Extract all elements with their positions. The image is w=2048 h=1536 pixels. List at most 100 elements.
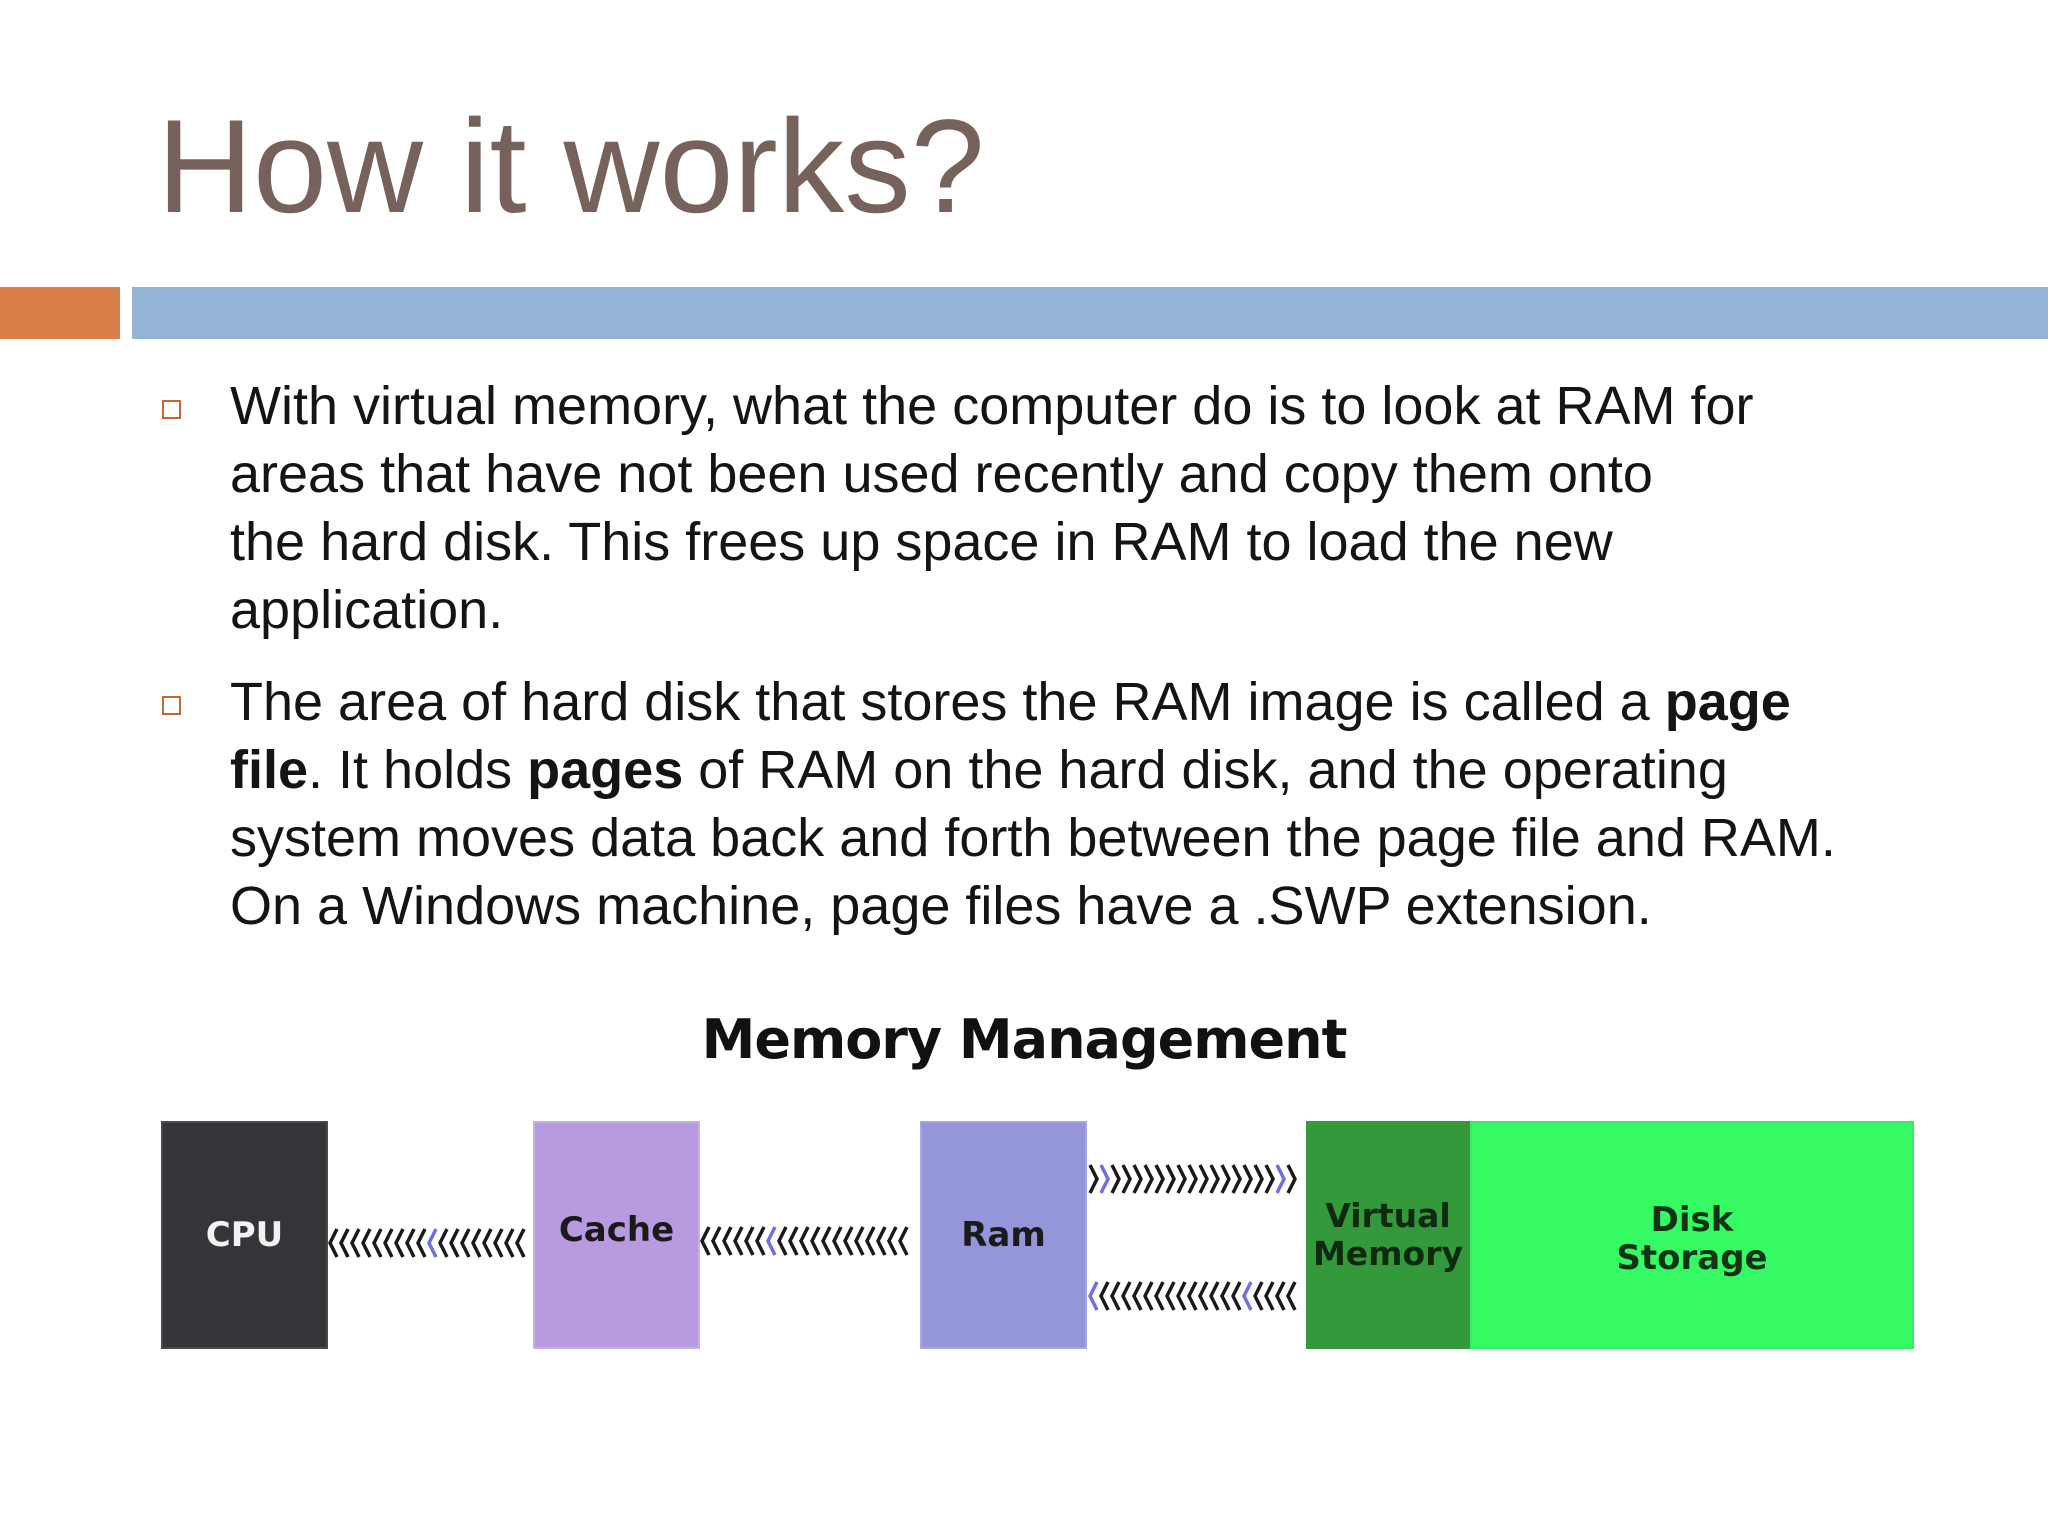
text-run: system moves data back and forth between… bbox=[230, 808, 1836, 868]
chevron-left-icon bbox=[1253, 1281, 1264, 1311]
chevron-right-icon bbox=[1110, 1164, 1121, 1194]
chevron-left-icon bbox=[1099, 1281, 1110, 1311]
chevron-left-icon bbox=[1176, 1281, 1187, 1311]
ram-box: Ram bbox=[920, 1121, 1087, 1349]
text-run: application. bbox=[230, 580, 504, 640]
chevron-left-icon bbox=[777, 1226, 788, 1256]
chevron-left-icon bbox=[1264, 1281, 1275, 1311]
chevron-right-icon bbox=[1088, 1164, 1099, 1194]
disk-storage-label: Disk Storage bbox=[1616, 1200, 1768, 1278]
arrow-ram-virtual-top bbox=[1088, 1164, 1297, 1194]
chevron-left-icon bbox=[449, 1228, 460, 1258]
chevron-left-icon bbox=[1132, 1281, 1143, 1311]
chevron-left-icon bbox=[361, 1228, 372, 1258]
chevron-right-icon bbox=[1242, 1164, 1253, 1194]
chevron-left-icon bbox=[482, 1228, 493, 1258]
chevron-right-icon bbox=[1198, 1164, 1209, 1194]
bullet-text-line: the hard disk. This frees up space in RA… bbox=[230, 508, 1950, 576]
bullet-text-line: On a Windows machine, page files have a … bbox=[230, 872, 1950, 940]
chevron-left-icon bbox=[733, 1226, 744, 1256]
chevron-left-icon bbox=[711, 1226, 722, 1256]
ram-label: Ram bbox=[961, 1215, 1046, 1255]
cpu-box: CPU bbox=[161, 1121, 328, 1349]
diagram-title: Memory Management bbox=[701, 1008, 1348, 1071]
chevron-left-icon bbox=[1286, 1281, 1297, 1311]
square-bullet-icon bbox=[162, 696, 181, 715]
chevron-left-icon bbox=[504, 1228, 515, 1258]
arrow-cache-ram bbox=[700, 1226, 909, 1256]
chevron-left-icon bbox=[427, 1228, 438, 1258]
chevron-left-icon bbox=[700, 1226, 711, 1256]
arrow-cpu-cache bbox=[328, 1228, 526, 1258]
chevron-right-icon bbox=[1121, 1164, 1132, 1194]
text-run: the hard disk. This frees up space in RA… bbox=[230, 512, 1613, 572]
chevron-left-icon bbox=[383, 1228, 394, 1258]
chevron-left-icon bbox=[755, 1226, 766, 1256]
chevron-left-icon bbox=[832, 1226, 843, 1256]
bullet-text-line: areas that have not been used recently a… bbox=[230, 440, 1950, 508]
bullet-text-line: The area of hard disk that stores the RA… bbox=[230, 668, 1950, 736]
chevron-left-icon bbox=[810, 1226, 821, 1256]
chevron-right-icon bbox=[1275, 1164, 1286, 1194]
text-run: With virtual memory, what the computer d… bbox=[230, 376, 1754, 436]
chevron-left-icon bbox=[372, 1228, 383, 1258]
chevron-right-icon bbox=[1143, 1164, 1154, 1194]
chevron-left-icon bbox=[1154, 1281, 1165, 1311]
chevron-left-icon bbox=[744, 1226, 755, 1256]
chevron-right-icon bbox=[1176, 1164, 1187, 1194]
chevron-right-icon bbox=[1187, 1164, 1198, 1194]
chevron-left-icon bbox=[821, 1226, 832, 1256]
arrow-ram-virtual-bottom bbox=[1088, 1281, 1297, 1311]
text-run: . It holds bbox=[308, 740, 528, 800]
chevron-left-icon bbox=[471, 1228, 482, 1258]
cpu-label: CPU bbox=[205, 1215, 284, 1255]
chevron-left-icon bbox=[493, 1228, 504, 1258]
chevron-left-icon bbox=[460, 1228, 471, 1258]
chevron-right-icon bbox=[1099, 1164, 1110, 1194]
chevron-right-icon bbox=[1264, 1164, 1275, 1194]
chevron-left-icon bbox=[405, 1228, 416, 1258]
chevron-left-icon bbox=[766, 1226, 777, 1256]
chevron-left-icon bbox=[416, 1228, 427, 1258]
slide-title: How it works? bbox=[157, 93, 985, 241]
chevron-left-icon bbox=[876, 1226, 887, 1256]
cache-label: Cache bbox=[558, 1210, 675, 1250]
chevron-right-icon bbox=[1286, 1164, 1297, 1194]
text-run: of RAM on the hard disk, and the operati… bbox=[683, 740, 1728, 800]
chevron-left-icon bbox=[722, 1226, 733, 1256]
chevron-left-icon bbox=[438, 1228, 449, 1258]
chevron-left-icon bbox=[799, 1226, 810, 1256]
chevron-left-icon bbox=[1187, 1281, 1198, 1311]
virtual-memory-box: Virtual Memory bbox=[1306, 1121, 1470, 1349]
chevron-left-icon bbox=[1231, 1281, 1242, 1311]
chevron-left-icon bbox=[1110, 1281, 1121, 1311]
chevron-left-icon bbox=[350, 1228, 361, 1258]
chevron-right-icon bbox=[1253, 1164, 1264, 1194]
virtual-memory-label: Virtual Memory bbox=[1312, 1196, 1464, 1273]
chevron-left-icon bbox=[898, 1226, 909, 1256]
bullet-text-line: With virtual memory, what the computer d… bbox=[230, 372, 1950, 440]
chevron-left-icon bbox=[865, 1226, 876, 1256]
bullet-text-line: application. bbox=[230, 576, 1950, 644]
chevron-left-icon bbox=[394, 1228, 405, 1258]
chevron-right-icon bbox=[1154, 1164, 1165, 1194]
cache-box: Cache bbox=[533, 1121, 700, 1349]
text-run: areas that have not been used recently a… bbox=[230, 444, 1653, 504]
bold-term: file bbox=[230, 740, 309, 800]
chevron-left-icon bbox=[339, 1228, 350, 1258]
square-bullet-icon bbox=[162, 400, 181, 419]
bullet-text-line: system moves data back and forth between… bbox=[230, 804, 1950, 872]
chevron-left-icon bbox=[1275, 1281, 1286, 1311]
chevron-left-icon bbox=[1165, 1281, 1176, 1311]
chevron-left-icon bbox=[788, 1226, 799, 1256]
chevron-left-icon bbox=[854, 1226, 865, 1256]
chevron-left-icon bbox=[1242, 1281, 1253, 1311]
chevron-left-icon bbox=[515, 1228, 526, 1258]
chevron-left-icon bbox=[1088, 1281, 1099, 1311]
chevron-left-icon bbox=[843, 1226, 854, 1256]
title-accent-bar-blue bbox=[132, 287, 2048, 339]
title-accent-bar-orange bbox=[0, 287, 120, 339]
chevron-right-icon bbox=[1209, 1164, 1220, 1194]
